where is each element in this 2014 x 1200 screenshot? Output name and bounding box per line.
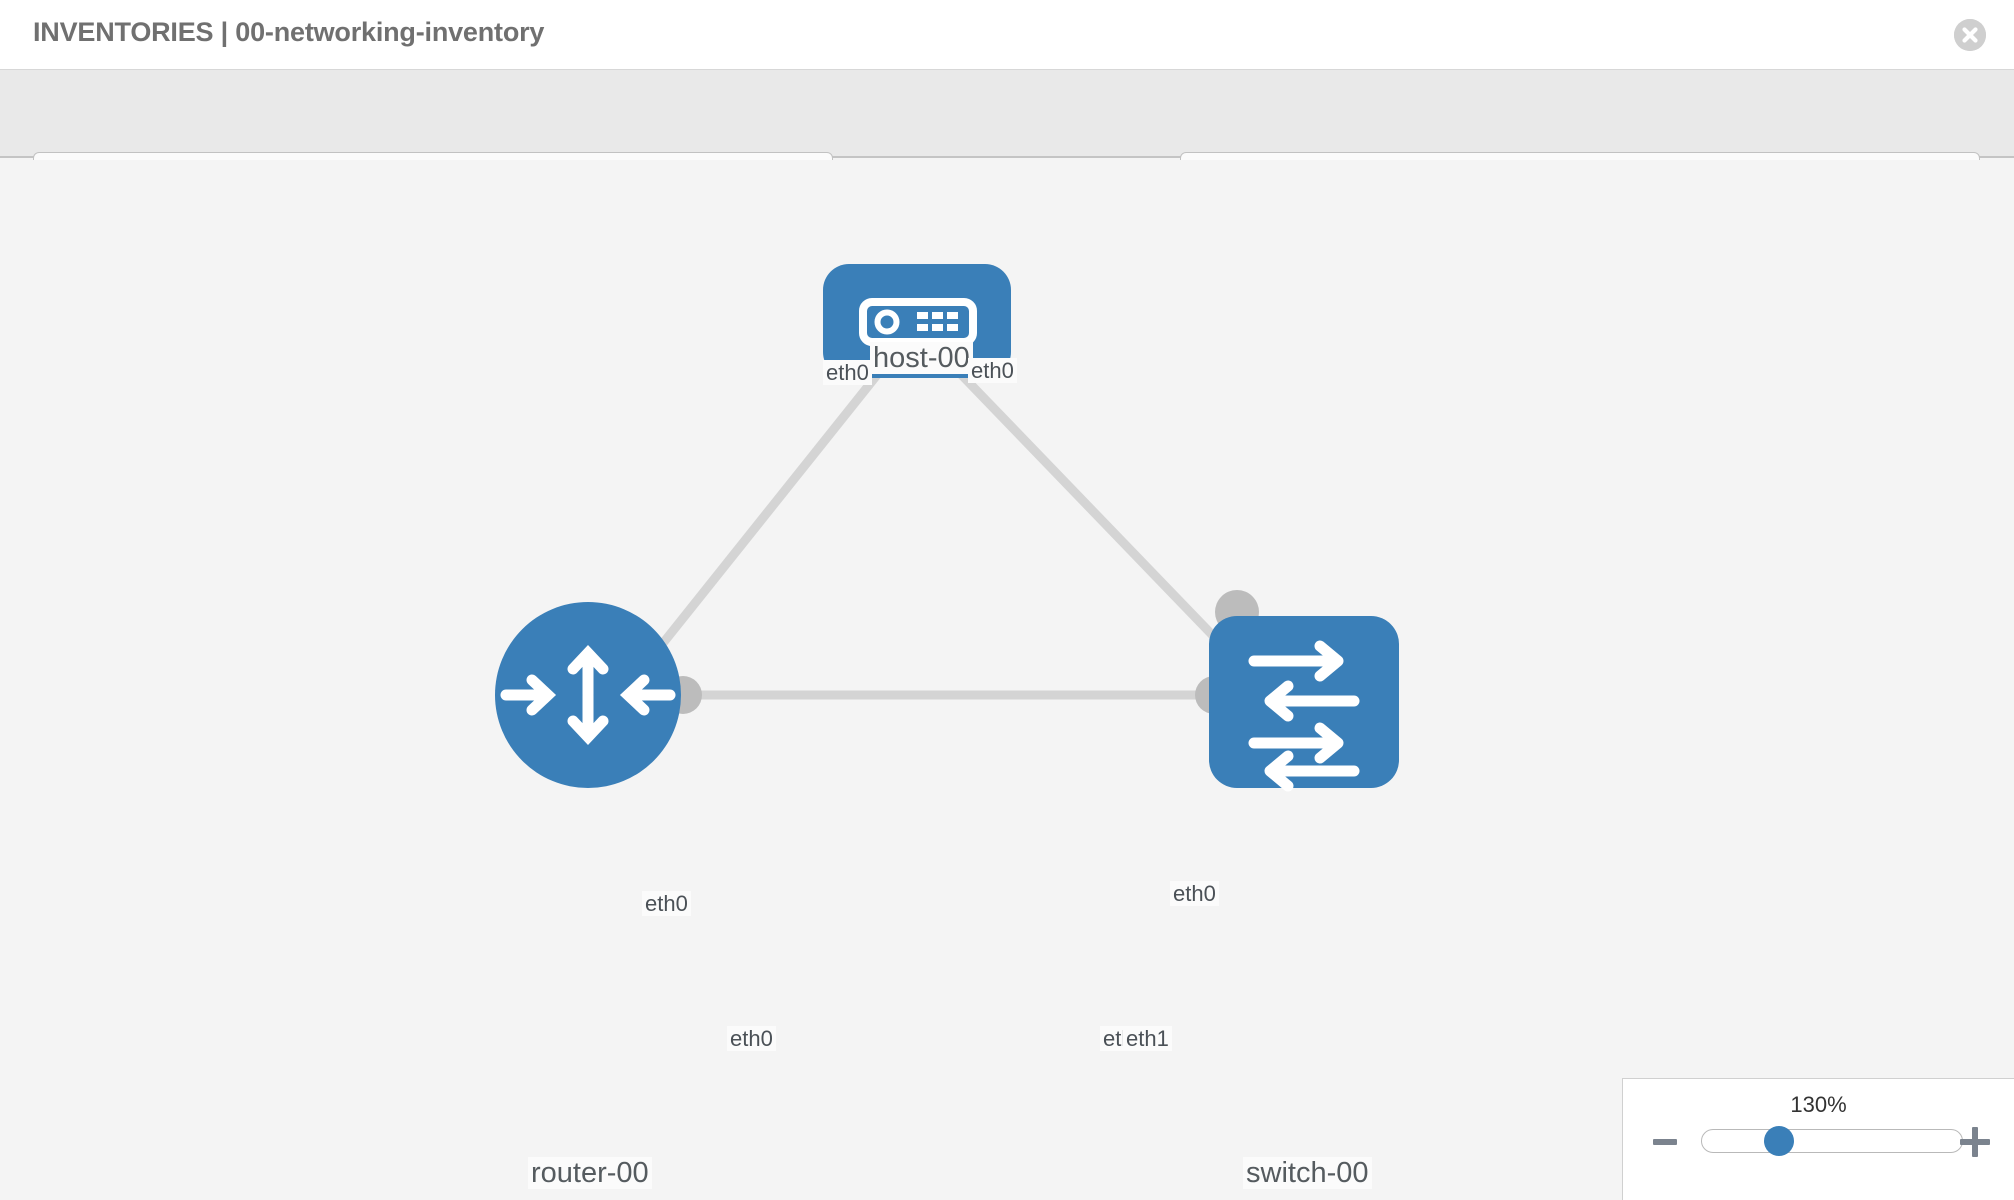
topology-links xyxy=(636,361,1252,700)
node-label-switch-00: switch-00 xyxy=(1243,1157,1372,1190)
topology-graph xyxy=(495,264,1399,792)
zoom-out-button[interactable] xyxy=(1653,1139,1677,1145)
node-label-router-00: router-00 xyxy=(528,1157,652,1190)
node-switch-00[interactable] xyxy=(1209,616,1399,792)
iface-label-host-00-right: eth0 xyxy=(968,358,1017,384)
close-icon xyxy=(1954,19,1986,51)
iface-label-switch-00-uplink: eth0 xyxy=(1170,881,1219,907)
topology-canvas[interactable]: host-00 router-00 switch-00 eth0 eth0 et… xyxy=(0,160,2014,1200)
toolbar: ACTIONS SEARCH xyxy=(0,70,2014,208)
page-header: INVENTORIES | 00-networking-inventory xyxy=(0,0,2014,70)
iface-label-router-00-eth0: eth0 xyxy=(727,1026,776,1052)
zoom-control-panel: 130% xyxy=(1622,1078,2014,1200)
node-router-00[interactable] xyxy=(495,602,681,788)
switch-icon xyxy=(1248,640,1360,792)
router-icon xyxy=(500,644,676,746)
zoom-in-button[interactable] xyxy=(1960,1127,1990,1157)
page-title: INVENTORIES | 00-networking-inventory xyxy=(33,17,545,47)
link-host-00-switch-00 xyxy=(948,361,1252,676)
iface-label-host-00-left: eth0 xyxy=(823,360,872,386)
zoom-slider-thumb[interactable] xyxy=(1764,1126,1794,1156)
node-label-host-00: host-00 xyxy=(870,342,973,375)
iface-label-router-00-uplink: eth0 xyxy=(642,891,691,917)
close-button[interactable] xyxy=(1954,19,1986,51)
zoom-slider-track[interactable] xyxy=(1701,1129,1963,1153)
zoom-level-label: 130% xyxy=(1790,1092,1847,1117)
link-router-00-host-00 xyxy=(636,362,889,675)
iface-label-switch-00-eth1: eth1 xyxy=(1123,1026,1172,1052)
